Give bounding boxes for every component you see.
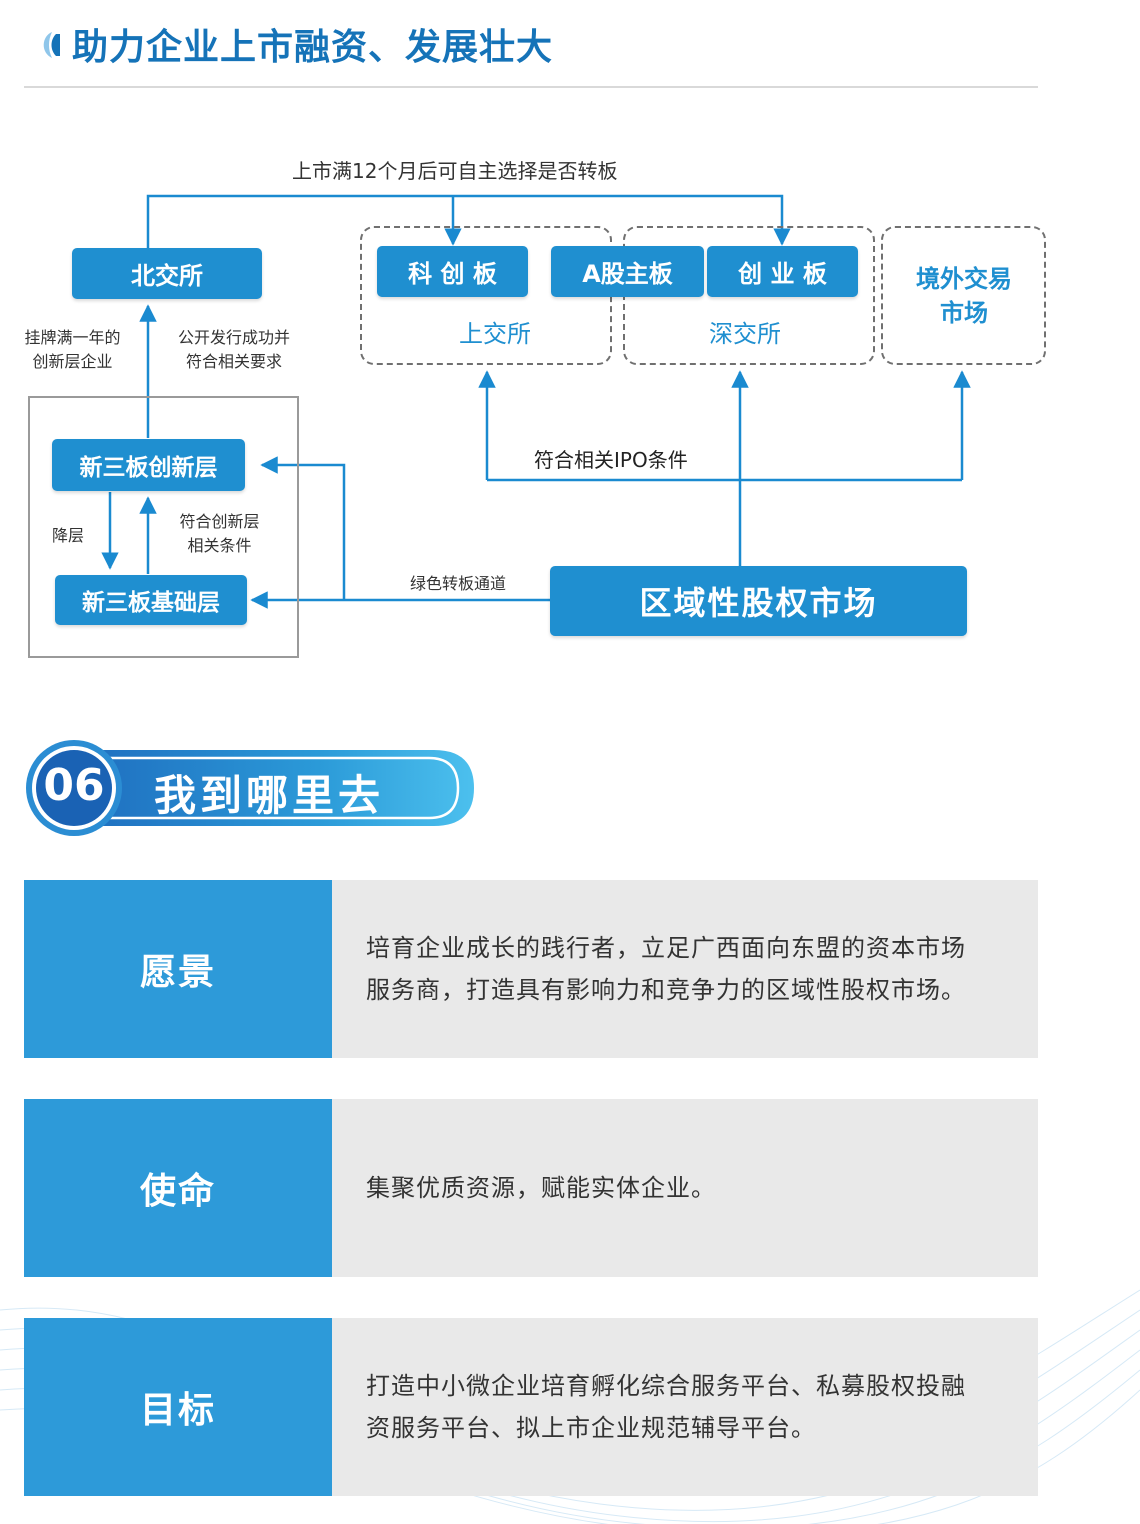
ipo-note: 符合相关IPO条件 bbox=[534, 448, 688, 472]
section-title: 我到哪里去 bbox=[154, 771, 385, 820]
section-badge bbox=[26, 740, 474, 836]
overseas-group bbox=[881, 226, 1046, 365]
row-text: 打造中小微企业培育孵化综合服务平台、私募股权投融 资服务平台、拟上市企业规范辅导… bbox=[332, 1318, 1038, 1496]
sjs-label: 上交所 bbox=[459, 320, 531, 348]
neeq-group bbox=[28, 396, 299, 658]
regional-market-box: 区域性股权市场 bbox=[550, 566, 967, 636]
title-accent-icon bbox=[43, 32, 60, 58]
downgrade-label: 降层 bbox=[52, 526, 85, 545]
agzb-box: A股主板 bbox=[551, 246, 704, 297]
row-goal: 目标 打造中小微企业培育孵化综合服务平台、私募股权投融 资服务平台、拟上市企业规… bbox=[24, 1318, 1038, 1496]
row-label: 使命 bbox=[24, 1099, 332, 1277]
top-connector bbox=[146, 194, 791, 248]
right-note: 公开发行成功并 符合相关要求 bbox=[177, 328, 290, 371]
header-divider bbox=[24, 86, 1038, 88]
top-note: 上市满12个月后可自主选择是否转板 bbox=[292, 159, 618, 183]
row-vision: 愿景 培育企业成长的践行者，立足广西面向东盟的资本市场 服务商，打造具有影响力和… bbox=[24, 880, 1038, 1058]
row-text: 培育企业成长的践行者，立足广西面向东盟的资本市场 服务商，打造具有影响力和竞争力… bbox=[332, 880, 1038, 1058]
overseas-label: 境外交易 市场 bbox=[916, 265, 1012, 327]
section-number: 06 bbox=[43, 760, 105, 811]
basic-box: 新三板基础层 bbox=[55, 575, 247, 625]
bjs-box: 北交所 bbox=[72, 248, 262, 299]
innovation-box: 新三板创新层 bbox=[52, 439, 245, 491]
kcb-box: 科 创 板 bbox=[377, 246, 528, 297]
row-label: 愿景 bbox=[24, 880, 332, 1058]
row-text: 集聚优质资源，赋能实体企业。 bbox=[332, 1099, 1038, 1277]
row-mission: 使命 集聚优质资源，赋能实体企业。 bbox=[24, 1099, 1038, 1277]
cyb-box: 创 业 板 bbox=[707, 246, 858, 297]
szjs-label: 深交所 bbox=[709, 320, 781, 348]
to-innovation-arrow bbox=[260, 456, 346, 600]
page-title: 助力企业上市融资、发展壮大 bbox=[72, 27, 554, 68]
upgrade-label: 符合创新层 相关条件 bbox=[179, 512, 260, 555]
left-note: 挂牌满一年的 创新层企业 bbox=[24, 328, 121, 371]
row-label: 目标 bbox=[24, 1318, 332, 1496]
green-channel-label: 绿色转板通道 bbox=[410, 574, 507, 593]
